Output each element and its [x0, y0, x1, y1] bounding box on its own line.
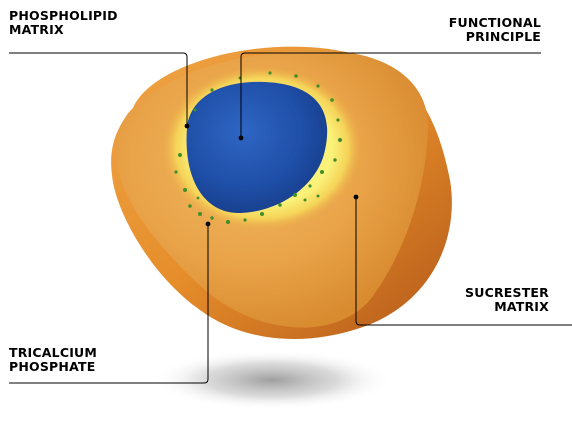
label-functional-principle: FUNCTIONAL PRINCIPLE [449, 16, 541, 44]
particle-dot [210, 216, 213, 219]
particle-dot [178, 153, 182, 157]
leader-dot-sucrester [354, 195, 359, 200]
particle-dot [194, 109, 197, 112]
label-line: MATRIX [9, 23, 118, 37]
label-sucrester-matrix: SUCRESTER MATRIX [465, 286, 549, 314]
particle-dot [278, 203, 282, 207]
particle-dot [268, 71, 271, 74]
particle-dot [243, 218, 246, 221]
label-line: MATRIX [465, 300, 549, 314]
particle-dot [336, 118, 339, 121]
label-phospholipid-matrix: PHOSPHOLIPID MATRIX [9, 9, 118, 37]
label-line: FUNCTIONAL [449, 16, 541, 30]
particle-dot [210, 88, 213, 91]
particle-dot [338, 138, 342, 142]
particle-dot [293, 193, 297, 197]
particle-dot [294, 74, 298, 78]
particle-dot [183, 188, 187, 192]
particle-shadow [152, 350, 392, 410]
label-line: PHOSPHATE [9, 360, 97, 374]
particle-dot [260, 212, 264, 216]
leader-dot-tricalcium [206, 222, 211, 227]
leader-dot-phospholipid [185, 124, 190, 129]
particle-dot [320, 170, 324, 174]
particle-dot [226, 220, 230, 224]
particle-dot [308, 184, 311, 187]
particle-dot [197, 197, 200, 200]
particle-dot [304, 199, 307, 202]
label-line: PHOSPHOLIPID [9, 9, 118, 23]
particle-dot [330, 98, 334, 102]
label-tricalcium-phosphate: TRICALCIUM PHOSPHATE [9, 346, 97, 374]
leader-dot-functional [239, 136, 244, 141]
particle-dot [174, 170, 177, 173]
particle-dot [188, 204, 192, 208]
label-line: SUCRESTER [465, 286, 549, 300]
particle-dot [317, 195, 320, 198]
particle-dot [316, 84, 319, 87]
particle-dot [333, 158, 336, 161]
label-line: PRINCIPLE [449, 30, 541, 44]
particle-dot [198, 212, 202, 216]
label-line: TRICALCIUM [9, 346, 97, 360]
